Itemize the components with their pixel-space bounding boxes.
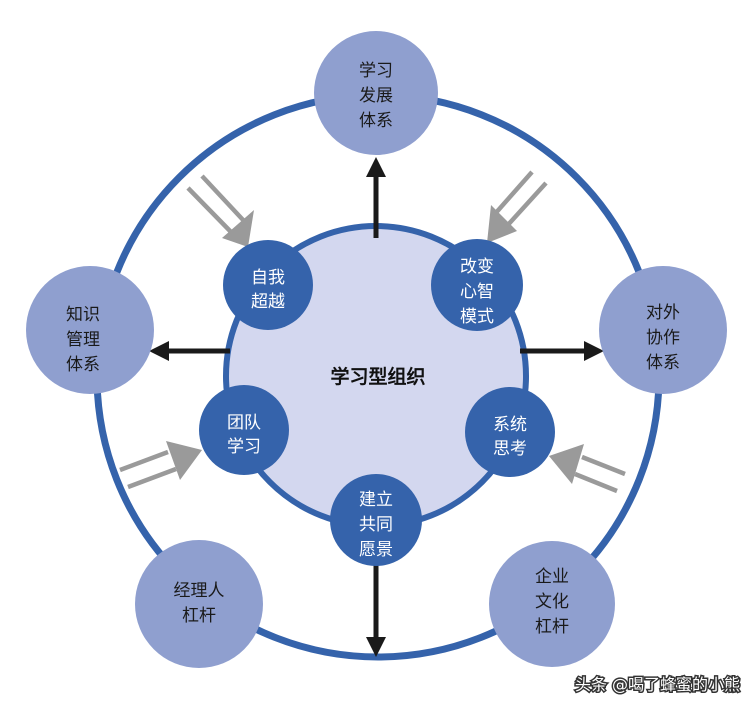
inner-node-vision: 建立共同愿景 bbox=[330, 474, 422, 566]
outer-node-learning-line-2: 发展 bbox=[359, 86, 393, 106]
svg-text:学习发展体系: 学习发展体系 bbox=[359, 61, 393, 131]
svg-text:经理人杠杆: 经理人杠杆 bbox=[174, 581, 225, 626]
outer-node-manager: 经理人杠杆 bbox=[135, 540, 263, 668]
svg-text:对外协作体系: 对外协作体系 bbox=[646, 303, 680, 373]
outer-node-cooperation-line-1: 对外 bbox=[646, 303, 680, 323]
outer-node-cooperation-line-2: 协作 bbox=[646, 328, 680, 348]
outer-node-culture-line-1: 企业 bbox=[535, 567, 569, 587]
inner-node-systems: 系统思考 bbox=[465, 387, 555, 477]
svg-text:团队学习: 团队学习 bbox=[227, 413, 261, 457]
outer-node-knowledge-line-3: 体系 bbox=[66, 355, 100, 375]
svg-text:自我超越: 自我超越 bbox=[251, 268, 285, 312]
inner-node-self-line-1: 自我 bbox=[251, 268, 285, 288]
outer-node-learning-line-3: 体系 bbox=[359, 111, 393, 131]
outer-node-learning-line-1: 学习 bbox=[359, 61, 393, 81]
inner-node-mental-line-2: 心智 bbox=[460, 282, 494, 302]
inner-node-vision-line-2: 共同 bbox=[359, 515, 393, 535]
inner-node-self-line-2: 超越 bbox=[251, 292, 285, 312]
outer-node-culture-line-2: 文化 bbox=[535, 592, 569, 612]
watermark: 头条 @喝了蜂蜜的小熊 bbox=[575, 675, 740, 694]
inner-node-mental-model: 改变心智模式 bbox=[431, 239, 523, 331]
inner-node-mental-line-3: 模式 bbox=[460, 307, 494, 327]
inner-node-team-line-2: 学习 bbox=[227, 437, 261, 457]
inner-node-systems-line-2: 思考 bbox=[493, 439, 527, 459]
center-label: 学习型组织 bbox=[330, 365, 425, 388]
outer-node-cooperation-line-3: 体系 bbox=[646, 353, 680, 373]
outer-node-culture: 企业文化杠杆 bbox=[489, 541, 615, 667]
outer-node-cooperation: 对外协作体系 bbox=[599, 266, 727, 394]
outer-node-knowledge-line-2: 管理 bbox=[66, 330, 100, 350]
inner-node-team-line-1: 团队 bbox=[227, 413, 261, 433]
svg-text:改变心智模式: 改变心智模式 bbox=[460, 257, 494, 327]
inner-node-mental-line-1: 改变 bbox=[460, 257, 494, 277]
outer-node-manager-line-1: 经理人 bbox=[174, 581, 225, 601]
outer-node-manager-line-2: 杠杆 bbox=[182, 606, 216, 626]
outer-node-learning: 学习发展体系 bbox=[314, 31, 438, 155]
outer-node-knowledge: 知识管理体系 bbox=[26, 266, 154, 394]
inner-node-team: 团队学习 bbox=[199, 385, 289, 475]
inner-node-vision-line-3: 愿景 bbox=[359, 540, 393, 560]
outer-node-culture-line-3: 杠杆 bbox=[535, 617, 569, 637]
inner-node-systems-line-1: 系统 bbox=[493, 415, 527, 435]
gray-arrow-top-left bbox=[186, 174, 254, 247]
svg-text:企业文化杠杆: 企业文化杠杆 bbox=[535, 567, 569, 637]
inner-node-self: 自我超越 bbox=[223, 240, 313, 330]
svg-text:知识管理体系: 知识管理体系 bbox=[66, 305, 100, 375]
inner-node-vision-line-1: 建立 bbox=[359, 490, 393, 510]
gray-arrow-bottom-right bbox=[549, 444, 626, 494]
gray-arrow-top-right bbox=[487, 170, 548, 243]
svg-text:建立共同愿景: 建立共同愿景 bbox=[359, 490, 393, 560]
outer-node-knowledge-line-1: 知识 bbox=[66, 305, 100, 325]
gray-arrow-bottom-left bbox=[119, 441, 202, 490]
svg-text:系统思考: 系统思考 bbox=[493, 415, 527, 459]
